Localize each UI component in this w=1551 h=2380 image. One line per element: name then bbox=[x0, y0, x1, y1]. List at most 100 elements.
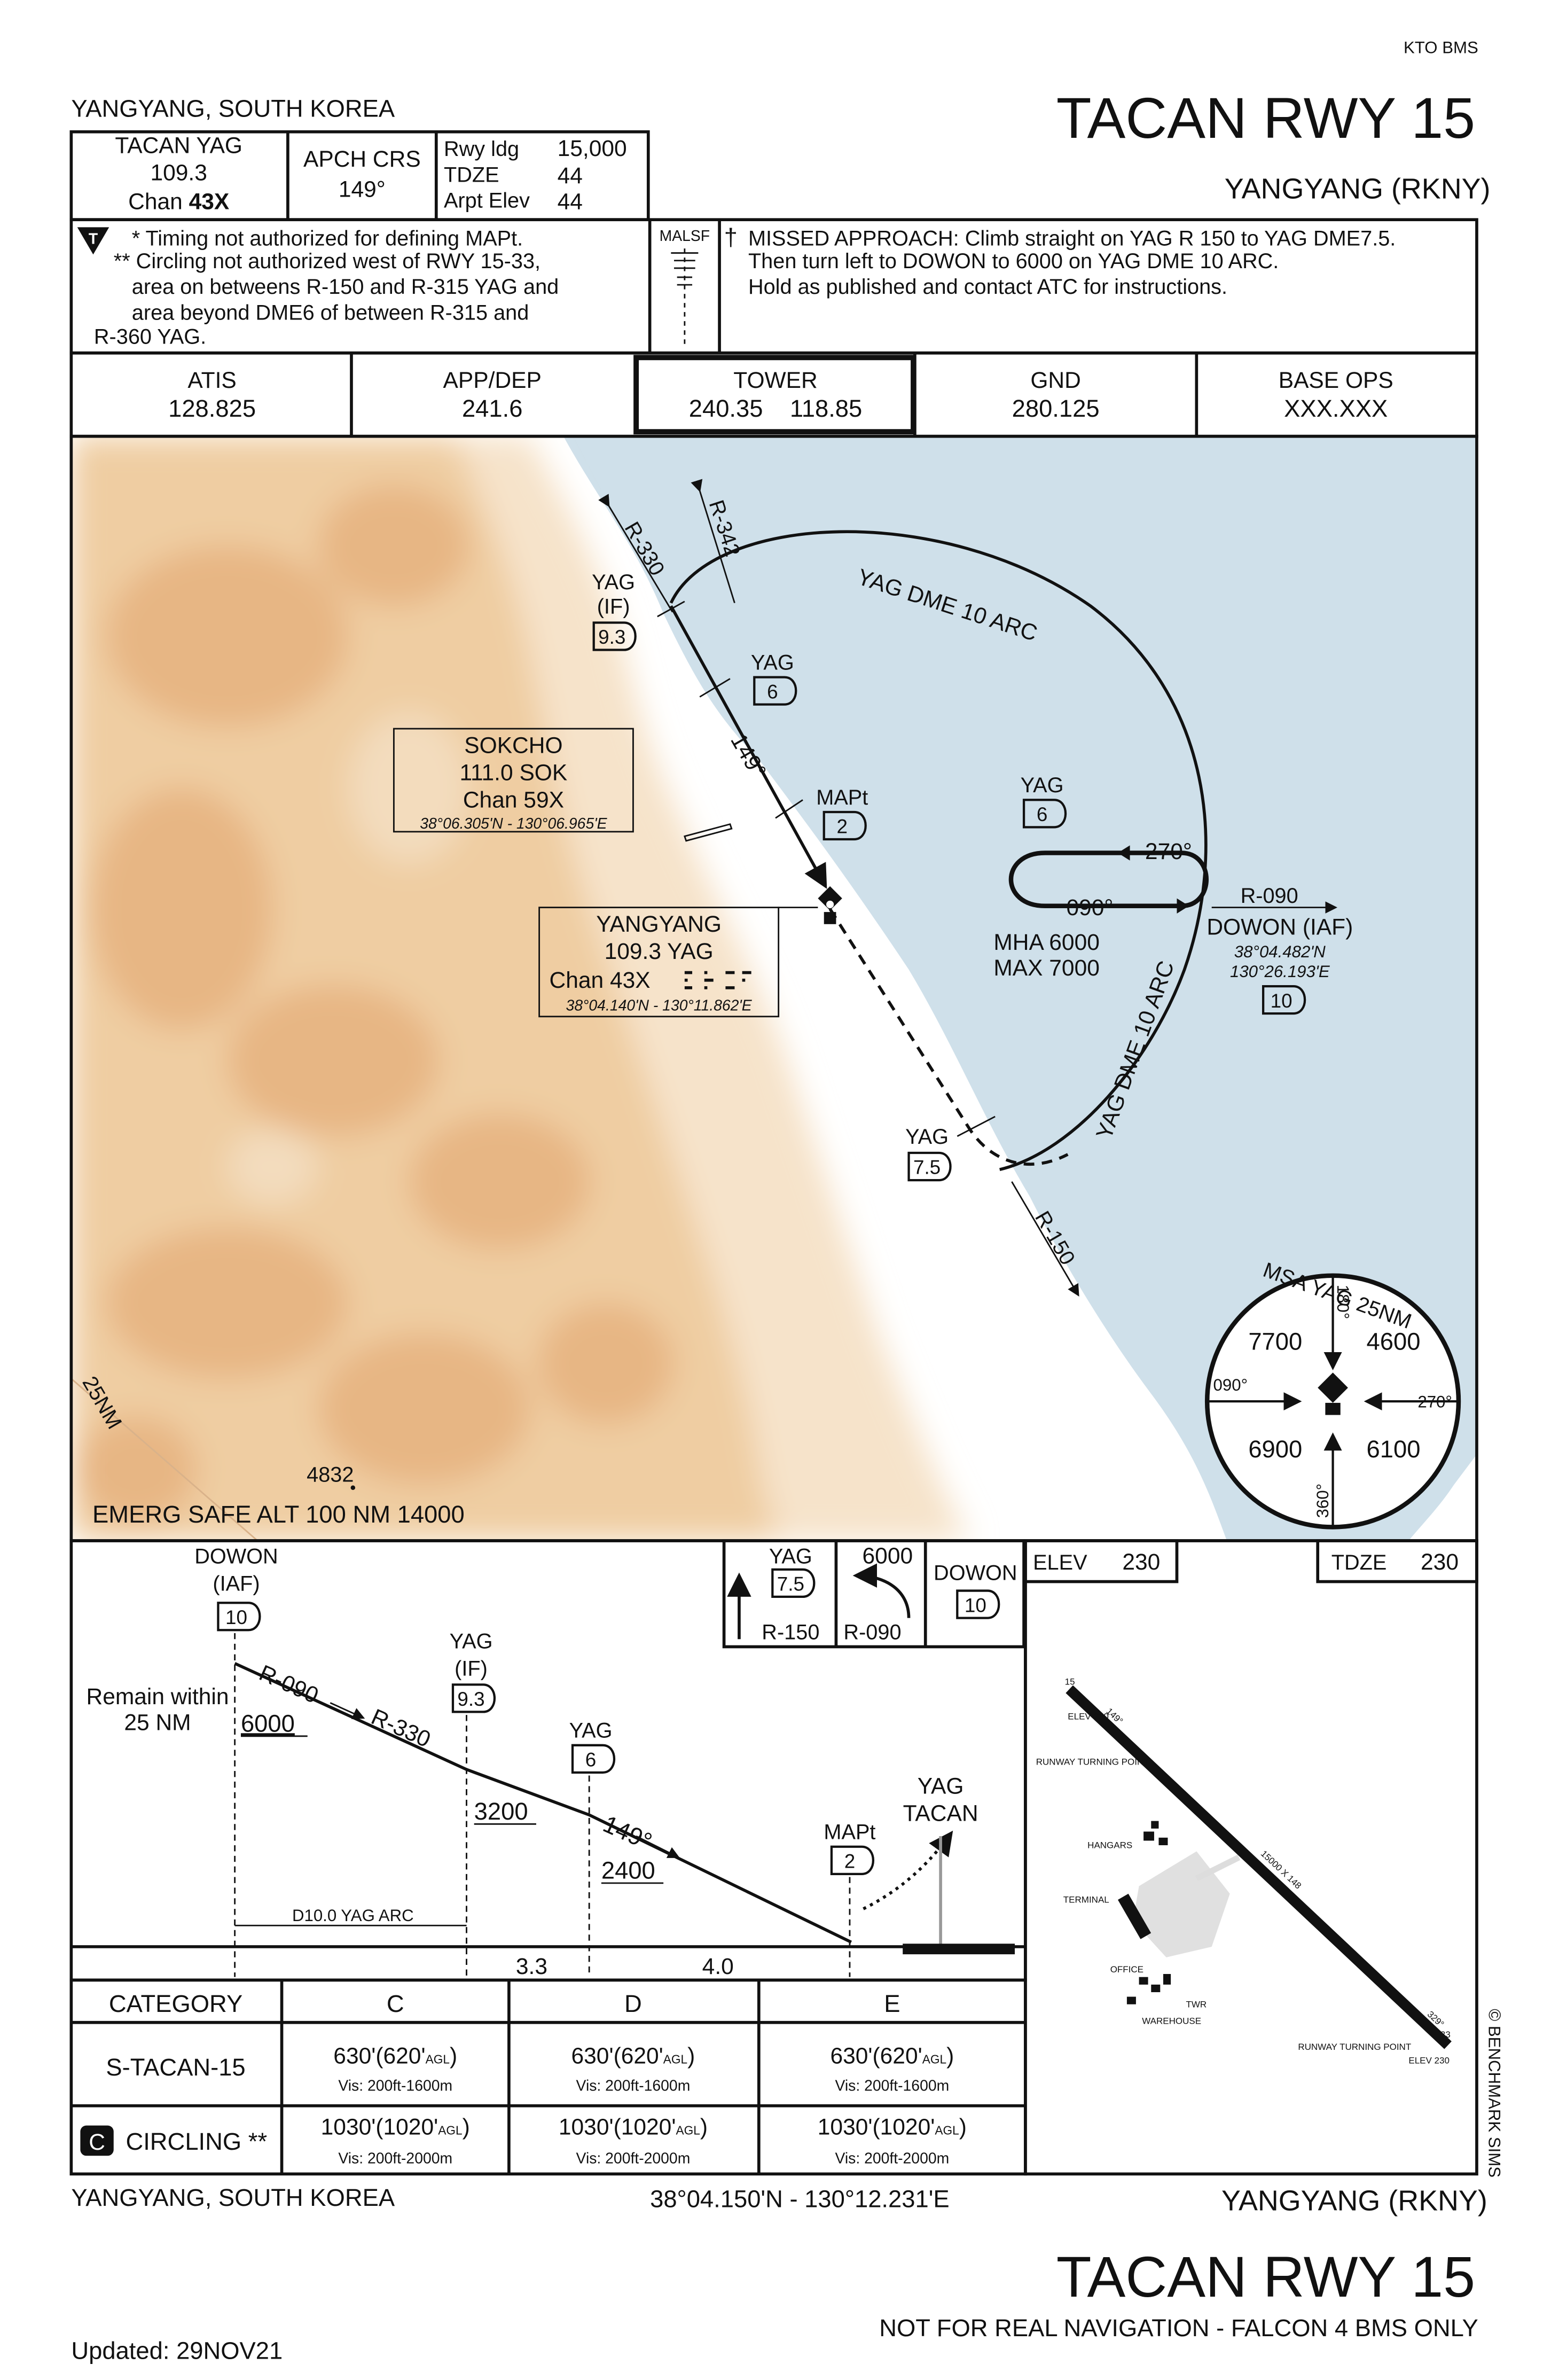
svg-text:Vis: 200ft-1600m: Vis: 200ft-1600m bbox=[338, 2077, 452, 2094]
svg-text:YAG: YAG bbox=[569, 1719, 613, 1743]
profile-fix-mapt: MAPt 2 bbox=[824, 1821, 875, 1977]
apch-crs-label: APCH CRS bbox=[303, 146, 421, 172]
svg-text:MAPt: MAPt bbox=[816, 786, 868, 809]
comm-baseops-label: BASE OPS bbox=[1279, 368, 1393, 393]
svg-text:MAPt: MAPt bbox=[824, 1821, 875, 1844]
note-line-4: area beyond DME6 of between R-315 and bbox=[132, 301, 529, 324]
svg-text:6: 6 bbox=[767, 681, 778, 703]
hold-max: MAX 7000 bbox=[993, 955, 1100, 981]
svg-text:6000: 6000 bbox=[863, 1543, 913, 1569]
min-row-circling-c: 1030'(1020'AGL) Vis: 200ft-2000m bbox=[321, 2114, 470, 2167]
airport-label-rwy-33: 33 bbox=[1440, 2030, 1451, 2040]
svg-text:YAG: YAG bbox=[592, 571, 635, 594]
remain-within-2: 25 NM bbox=[124, 1710, 191, 1735]
minimums-table: CATEGORY C D E S-TACAN-15 630'(620'AGL) … bbox=[69, 1978, 1027, 2176]
svg-text:38°06.305'N - 130°06.965'E: 38°06.305'N - 130°06.965'E bbox=[420, 815, 607, 832]
elev-value: 230 bbox=[1122, 1549, 1160, 1575]
location-label: YANGYANG, SOUTH KOREA bbox=[71, 95, 395, 122]
min-row-circling-e: 1030'(1020'AGL) Vis: 200ft-2000m bbox=[818, 2114, 967, 2167]
svg-text:6: 6 bbox=[1037, 803, 1048, 825]
malsf-label: MALSF bbox=[660, 228, 710, 245]
comm-atis-freq: 128.825 bbox=[168, 395, 256, 422]
radial-r150-line bbox=[1011, 1181, 1079, 1297]
profile-alt-6000: 6000 bbox=[241, 1710, 295, 1737]
svg-text:2: 2 bbox=[844, 1851, 856, 1872]
min-header-category: CATEGORY bbox=[109, 1990, 242, 2017]
radial-r330-line bbox=[598, 494, 673, 613]
svg-text:1030'(1020'AGL): 1030'(1020'AGL) bbox=[818, 2114, 967, 2140]
svg-text:YAG: YAG bbox=[905, 1125, 949, 1149]
profile-r090: R-090 bbox=[255, 1660, 322, 1708]
hold-mha: MHA 6000 bbox=[993, 930, 1100, 955]
airport-label-rtp-1: RUNWAY TURNING POINT bbox=[1036, 1757, 1149, 1767]
svg-text:9.3: 9.3 bbox=[457, 1688, 484, 1710]
airport-label-hangars: HANGARS bbox=[1087, 1840, 1132, 1851]
airport-diagram: ELEV 230 TDZE 230 ELEV 230 RUNWAY TURNIN… bbox=[1024, 1539, 1478, 2176]
profile-r330: R-330 bbox=[367, 1704, 434, 1753]
terminal-building bbox=[1117, 1893, 1152, 1939]
svg-text:7.5: 7.5 bbox=[913, 1157, 941, 1179]
svg-text:630'(620'AGL): 630'(620'AGL) bbox=[333, 2043, 457, 2069]
fix-yag-7-5: YAG 7.5 bbox=[905, 1125, 952, 1182]
note-line-5: R-360 YAG. bbox=[94, 325, 206, 349]
airport-label-rwy-15: 15 bbox=[1065, 1676, 1075, 1687]
profile-runway-icon bbox=[903, 1944, 1015, 1955]
missed-dagger: † bbox=[724, 223, 738, 251]
publisher-label: KTO BMS bbox=[1404, 38, 1478, 57]
profile-tacan-1: YAG bbox=[918, 1774, 964, 1799]
svg-text:1030'(1020'AGL): 1030'(1020'AGL) bbox=[559, 2114, 708, 2140]
navaid-sokcho: SOKCHO 111.0 SOK Chan 59X 38°06.305'N - … bbox=[393, 728, 733, 842]
min-header-d: D bbox=[624, 1990, 642, 2017]
missed-approach-path bbox=[828, 908, 1069, 1166]
airport-name: YANGYANG (RKNY) bbox=[1225, 173, 1491, 205]
airport-label-elev-1: ELEV 230 bbox=[1068, 1712, 1109, 1722]
svg-text:C: C bbox=[89, 2129, 105, 2155]
tacan-station-icon bbox=[818, 886, 842, 924]
svg-text:DOWON: DOWON bbox=[194, 1545, 278, 1569]
circling-c-icon: C bbox=[80, 2125, 114, 2156]
svg-text:YAG: YAG bbox=[1021, 774, 1064, 797]
sokcho-runway-icon bbox=[684, 823, 733, 842]
emergency-safe-altitude: EMERG SAFE ALT 100 NM 14000 bbox=[92, 1501, 465, 1528]
fix-yag-if: YAG (IF) 9.3 bbox=[592, 571, 637, 651]
remain-within-1: Remain within bbox=[86, 1684, 229, 1710]
airport-label-elev-2: ELEV 230 bbox=[1408, 2055, 1450, 2065]
svg-text:T: T bbox=[89, 231, 98, 248]
fix-mapt: MAPt 2 bbox=[816, 786, 868, 841]
svg-text:Vis: 200ft-1600m: Vis: 200ft-1600m bbox=[576, 2077, 691, 2094]
airport-label-terminal: TERMINAL bbox=[1063, 1895, 1109, 1905]
note-line-2: ** Circling not authorized west of RWY 1… bbox=[114, 249, 540, 273]
fix-dowon-iaf: R-090 DOWON (IAF) 38°04.482'N 130°26.193… bbox=[1207, 884, 1353, 1015]
tdze-diagram-value: 230 bbox=[1421, 1549, 1459, 1575]
fix-yag-6: YAG 6 bbox=[751, 651, 797, 706]
hold-inbound-label: 270° bbox=[1145, 839, 1192, 864]
svg-text:090°: 090° bbox=[1213, 1376, 1248, 1394]
spot-elevation-label: 4832 bbox=[307, 1463, 354, 1486]
svg-text:(IF): (IF) bbox=[455, 1657, 488, 1680]
note-line-3: area on betweens R-150 and R-315 YAG and bbox=[132, 275, 559, 299]
navaid-yangyang: YANGYANG 109.3 YAG Chan 43X 38°04.140'N … bbox=[538, 907, 818, 1018]
final-course-line bbox=[669, 605, 827, 889]
svg-text:38°04.140'N - 130°11.862'E: 38°04.140'N - 130°11.862'E bbox=[566, 997, 753, 1014]
missed-approach-icons: YAG 7.5 R-150 6000 R-090 DOWON 10 bbox=[722, 1539, 1025, 1649]
arpt-elev-label: Arpt Elev bbox=[444, 189, 530, 213]
hold-outbound-label: 090° bbox=[1066, 895, 1113, 920]
svg-text:109.3 YAG: 109.3 YAG bbox=[605, 939, 714, 964]
missed-line-3: Hold as published and contact ATC for in… bbox=[748, 275, 1227, 299]
malsf-lighting-icon bbox=[671, 248, 699, 346]
svg-text:38°04.482'N: 38°04.482'N bbox=[1234, 942, 1326, 961]
svg-text:270°: 270° bbox=[1417, 1392, 1452, 1411]
footer-coords: 38°04.150'N - 130°12.231'E bbox=[650, 2186, 950, 2213]
footer-airport: YANGYANG (RKNY) bbox=[1221, 2184, 1487, 2217]
min-row-stacan-e: 630'(620'AGL) Vis: 200ft-1600m bbox=[830, 2043, 954, 2094]
svg-text:9.3: 9.3 bbox=[598, 626, 625, 648]
svg-text:2: 2 bbox=[837, 816, 848, 838]
svg-text:180°: 180° bbox=[1334, 1285, 1352, 1320]
min-row-circling-label: CIRCLING ** bbox=[126, 2128, 267, 2155]
profile-course: 149° bbox=[599, 1810, 656, 1855]
svg-text:Chan 59X: Chan 59X bbox=[463, 787, 564, 813]
min-row-stacan-d: 630'(620'AGL) Vis: 200ft-1600m bbox=[571, 2043, 695, 2094]
svg-text:YANGYANG: YANGYANG bbox=[596, 911, 722, 937]
missed-climb-dotted bbox=[863, 1830, 953, 1910]
rwy-ldg-value: 15,000 bbox=[558, 136, 627, 161]
